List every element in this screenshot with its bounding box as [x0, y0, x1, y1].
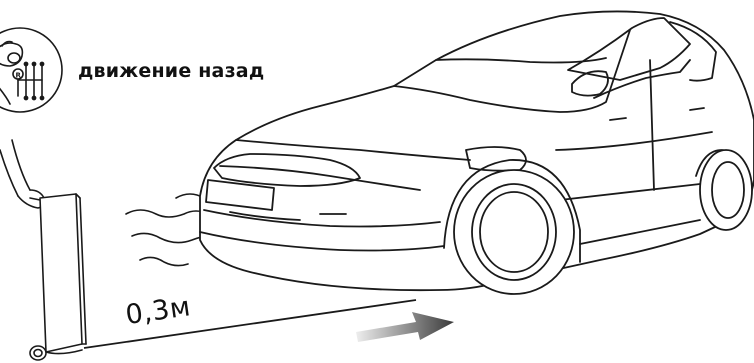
reverse-motion-label: движение назад [78, 60, 264, 82]
arrow-right-icon [356, 312, 454, 342]
held-panel-icon [0, 140, 86, 360]
gear-shift-reverse-icon: R [0, 28, 62, 112]
car-rear-view-icon [200, 11, 754, 294]
svg-text:R: R [16, 72, 22, 80]
